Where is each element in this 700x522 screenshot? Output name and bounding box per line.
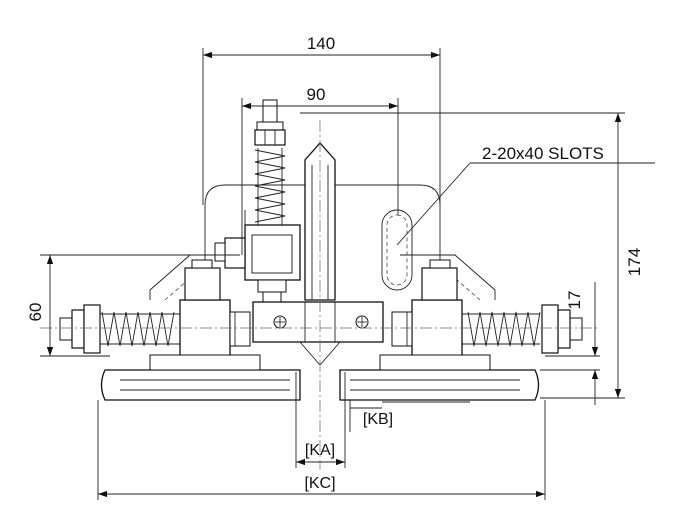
top-spring-assembly	[214, 99, 301, 305]
slot-shape	[381, 209, 413, 291]
guide-shoes	[100, 354, 540, 401]
center-lines	[40, 120, 600, 470]
dimension-kb: [KB]	[349, 400, 470, 432]
dimension-ka: [KA]	[295, 372, 346, 468]
dimension-140-label: 140	[307, 34, 335, 53]
dimension-90: 90	[241, 85, 399, 255]
dimension-kb-label: [KB]	[363, 411, 393, 428]
dimension-60: 60	[26, 254, 240, 357]
dimension-174: 174	[300, 112, 644, 399]
dimension-ka-label: [KA]	[305, 442, 335, 459]
slots-callout-label: 2-20x40 SLOTS	[482, 144, 604, 163]
dimension-17-label: 17	[565, 291, 584, 310]
dimension-kc: [KC]	[97, 400, 546, 500]
dimension-60-label: 60	[26, 303, 45, 322]
dimension-90-label: 90	[307, 85, 326, 104]
dimension-kc-label: [KC]	[304, 475, 335, 492]
dimension-174-label: 174	[625, 248, 644, 276]
slots-callout: 2-20x40 SLOTS	[396, 144, 655, 246]
left-spring-assembly	[59, 259, 251, 357]
dimension-140: 140	[202, 34, 441, 205]
dimension-17: 17	[540, 282, 600, 405]
carriage-block	[252, 301, 384, 366]
right-spring-assembly	[391, 259, 583, 357]
